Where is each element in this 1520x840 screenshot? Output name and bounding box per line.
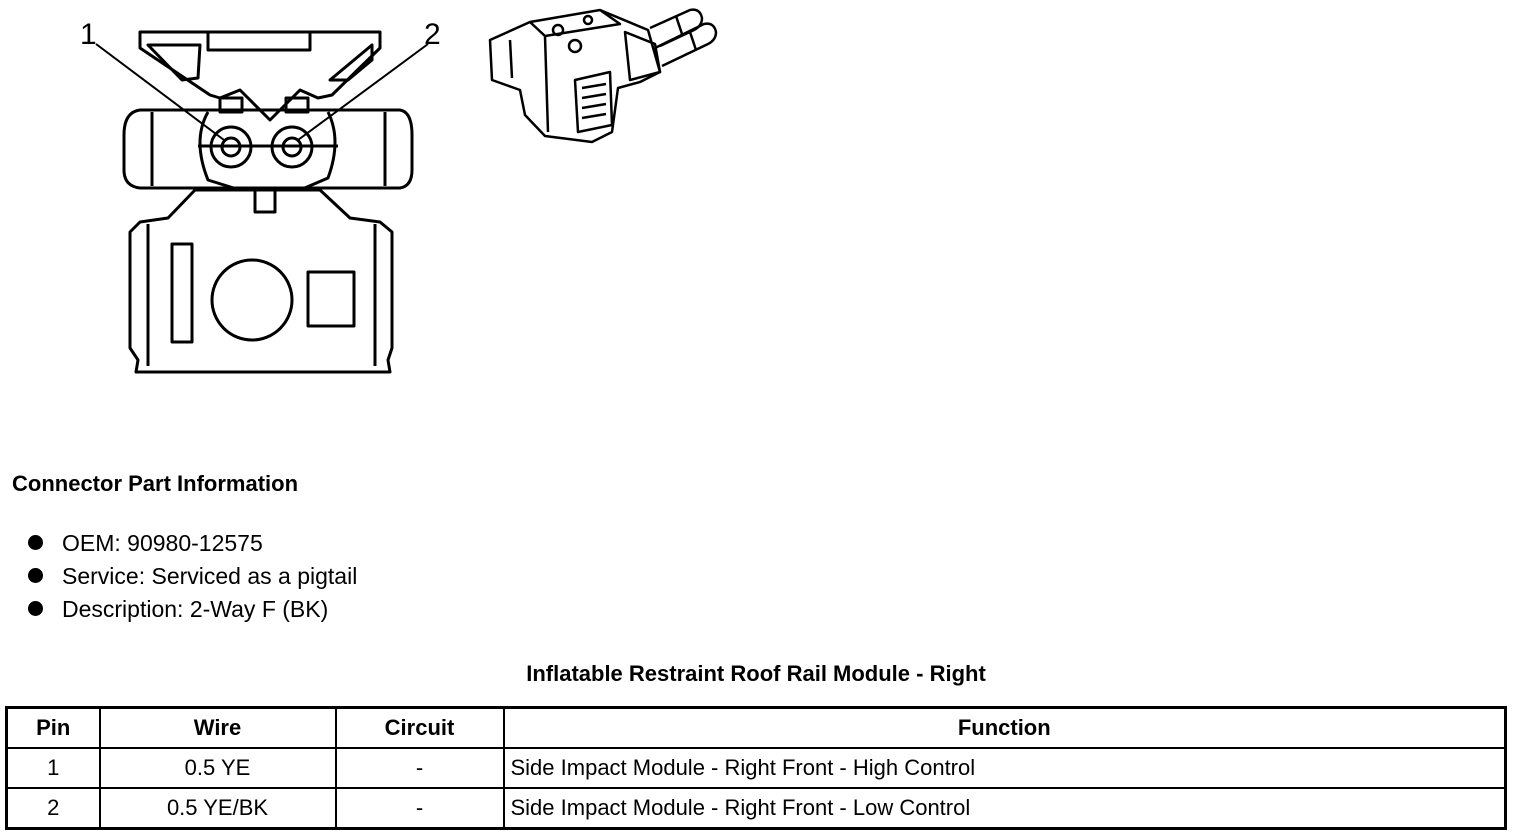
- iso-edge-2: [508, 39, 514, 79]
- cell-wire: 0.5 YE/BK: [98, 787, 337, 830]
- connector-info-heading: Connector Part Information: [12, 471, 299, 496]
- lower-square-port: [306, 270, 356, 328]
- pin-cavity-1: [209, 125, 253, 169]
- cell-wire: 0.5 YE: [98, 747, 337, 789]
- table-title: Inflatable Restraint Roof Rail Module - …: [526, 661, 986, 686]
- iso-body: [488, 8, 662, 144]
- table-row: 1 0.5 YE - Side Impact Module - Right Fr…: [5, 747, 1507, 789]
- iso-face-panel: [573, 70, 614, 134]
- pin-cavity-1-inner: [220, 136, 242, 158]
- table-header-row: Pin Wire Circuit Function: [5, 706, 1507, 749]
- cell-circuit: -: [334, 747, 505, 789]
- info-item-service: Service: Serviced as a pigtail: [28, 559, 357, 592]
- iso-top-face: [529, 8, 622, 38]
- connector-isometric-view: [488, 8, 718, 144]
- callout-2: 2: [424, 18, 441, 51]
- connector-diagram: 1 2: [80, 8, 718, 374]
- pin-tab-2: [284, 96, 310, 114]
- iso-panel-rib-1: [581, 82, 607, 90]
- callout-1: 1: [80, 18, 97, 51]
- iso-edge-1: [543, 35, 550, 133]
- cell-function: Side Impact Module - Right Front - Low C…: [502, 787, 1507, 830]
- header-circuit: Circuit: [334, 706, 505, 749]
- info-item-label: OEM: 90980-12575: [62, 529, 263, 556]
- header-pin: Pin: [5, 706, 101, 749]
- mid-body: [122, 108, 414, 190]
- connector-info-list: OEM: 90980-12575 Service: Serviced as a …: [28, 526, 357, 625]
- header-wire: Wire: [98, 706, 337, 749]
- latch-slot: [206, 30, 312, 52]
- info-item-description: Description: 2-Way F (BK): [28, 592, 357, 625]
- info-item-label: Service: Serviced as a pigtail: [62, 562, 358, 589]
- iso-panel-rib-3: [581, 102, 607, 110]
- iso-hole-2: [567, 38, 583, 54]
- pin-boss: [198, 111, 337, 192]
- iso-wire-2: [654, 22, 718, 68]
- cell-circuit: -: [334, 787, 505, 830]
- bullet-icon: [28, 601, 43, 616]
- table-row: 2 0.5 YE/BK - Side Impact Module - Right…: [5, 787, 1507, 830]
- bullet-icon: [28, 568, 43, 583]
- header-function: Function: [502, 706, 1507, 749]
- latch-window-right: [328, 43, 374, 82]
- lower-slot: [170, 242, 194, 344]
- pin-table: Pin Wire Circuit Function 1 0.5 YE - Sid…: [5, 706, 1507, 830]
- leader-line-2: [297, 43, 429, 141]
- pin-cavity-2-inner: [281, 136, 303, 158]
- cell-pin: 1: [5, 747, 101, 789]
- latch-window-left: [146, 43, 202, 82]
- iso-side-panel: [623, 30, 662, 82]
- connector-face-view: [122, 30, 414, 374]
- iso-hole-1: [551, 23, 565, 37]
- cell-function: Side Impact Module - Right Front - High …: [502, 747, 1507, 789]
- iso-panel-rib-2: [581, 92, 607, 100]
- info-item-oem: OEM: 90980-12575: [28, 526, 357, 559]
- cell-pin: 2: [5, 787, 101, 830]
- iso-wire-band-2: [688, 31, 698, 51]
- pin-cavity-2: [270, 125, 314, 169]
- iso-panel-rib-4: [581, 112, 607, 120]
- lower-round-port: [210, 258, 294, 342]
- lower-body: [128, 188, 394, 374]
- bullet-icon: [28, 535, 43, 550]
- iso-wire-band-1: [674, 15, 684, 35]
- info-item-label: Description: 2-Way F (BK): [62, 595, 329, 622]
- iso-hole-3: [582, 14, 594, 26]
- pin-tab-1: [218, 96, 244, 114]
- leader-line-1: [95, 43, 225, 141]
